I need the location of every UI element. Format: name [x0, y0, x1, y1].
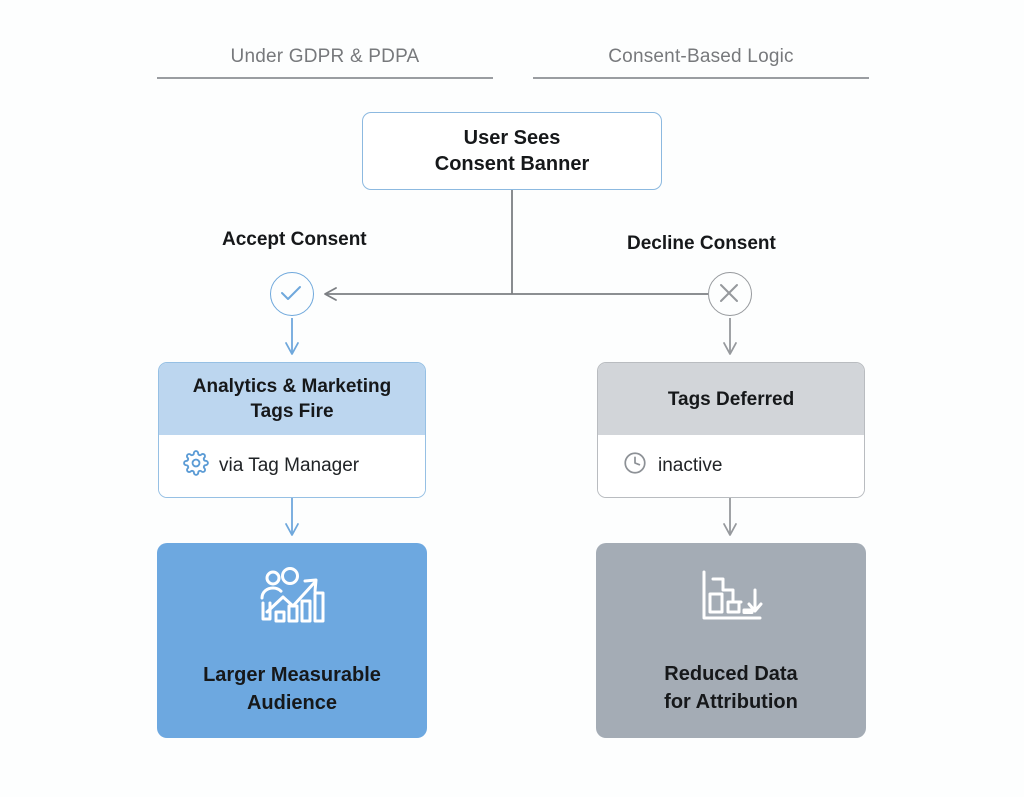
outcome-right-line1: Reduced Data — [664, 662, 798, 685]
connector-branch-arrowhead — [324, 287, 337, 301]
column-header-right-label: Consent-Based Logic — [608, 46, 794, 67]
column-header-right-rule — [533, 77, 869, 79]
card-right-meta-label: inactive — [658, 455, 723, 476]
card-right-title-line1: Tags Deferred — [667, 388, 795, 410]
outcome-right-line2: for Attribution — [664, 690, 798, 713]
gear-icon — [183, 450, 209, 482]
card-left-body: via Tag Manager — [159, 435, 425, 497]
node-user-sees-consent-banner: User Sees Consent Banner — [362, 112, 662, 190]
card-left-meta-label: via Tag Manager — [219, 455, 360, 476]
card-left-title-line1: Analytics & Marketing — [192, 376, 392, 397]
column-header-left-rule — [157, 77, 493, 79]
card-left-header: Analytics & Marketing Tags Fire — [159, 363, 425, 435]
outcome-larger-measurable-audience: Larger Measurable Audience — [157, 543, 427, 738]
column-header-left-label: Under GDPR & PDPA — [230, 46, 420, 67]
check-circle-icon — [270, 272, 314, 316]
connector-decline-to-card-arrowhead — [723, 342, 737, 355]
card-analytics-marketing-tags-fire: Analytics & Marketing Tags Fire via Tag … — [158, 362, 426, 498]
outcome-reduced-data-for-attribution: Reduced Data for Attribution — [596, 543, 866, 738]
outcome-left-line2: Audience — [246, 691, 337, 714]
connector-card-to-outcome-right-arrowhead — [723, 523, 737, 536]
branch-label-accept: Accept Consent — [222, 229, 367, 250]
audience-growth-chart-icon — [255, 565, 329, 639]
column-header-right: Consent-Based Logic — [533, 46, 869, 79]
column-header-left: Under GDPR & PDPA — [157, 46, 493, 79]
declining-bar-chart-down-arrow-icon — [695, 566, 767, 638]
outcome-left-line1: Larger Measurable — [203, 663, 381, 686]
clock-icon — [622, 450, 648, 482]
card-right-body: inactive — [598, 435, 864, 497]
node-title-line2: Consent Banner — [434, 153, 590, 175]
card-left-title-line2: Tags Fire — [250, 401, 334, 422]
x-circle-icon — [708, 272, 752, 316]
outcome-left-text: Larger Measurable Audience — [189, 661, 395, 717]
outcome-right-text: Reduced Data for Attribution — [650, 660, 812, 716]
card-right-header: Tags Deferred — [598, 363, 864, 435]
node-title-line1: User Sees — [463, 127, 561, 149]
connector-card-to-outcome-left-arrowhead — [285, 523, 299, 536]
connector-accept-to-card-arrowhead — [285, 342, 299, 355]
card-tags-deferred: Tags Deferred inactive — [597, 362, 865, 498]
branch-label-decline: Decline Consent — [627, 233, 776, 254]
